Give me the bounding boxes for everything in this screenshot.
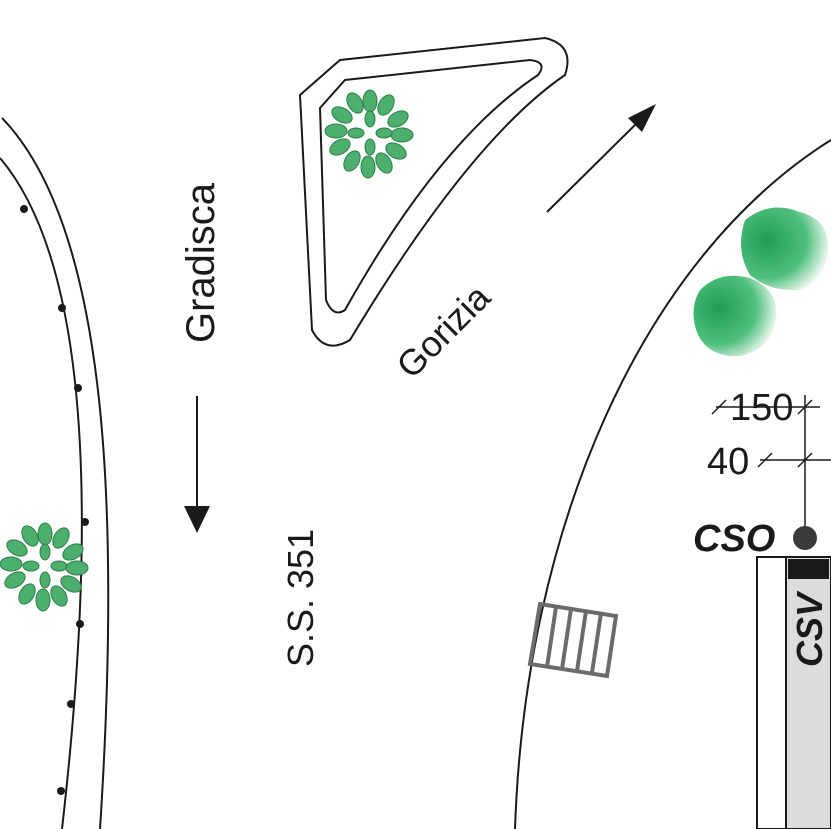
csv-panel	[756, 556, 831, 829]
arrow-icon	[184, 396, 210, 533]
grate-icon	[527, 601, 619, 679]
bush-icon	[693, 275, 777, 357]
right-road-edge	[514, 139, 831, 829]
bollard-dots	[20, 205, 89, 795]
marker-dot-icon	[793, 526, 817, 550]
label-cso: CSO	[693, 518, 775, 560]
tree-icon	[0, 522, 89, 612]
tree-icon	[324, 89, 414, 179]
label-gradisca: Gradisca	[179, 182, 223, 343]
bush-icon	[741, 207, 829, 291]
label-gorizia: Gorizia	[388, 276, 498, 386]
traffic-island	[298, 36, 569, 347]
label-road-number: S.S. 351	[280, 529, 321, 667]
dimension-150: 150	[730, 387, 793, 429]
label-csv: CSV	[789, 590, 830, 667]
left-road-edge	[0, 117, 110, 829]
dimension-40: 40	[707, 441, 749, 483]
dimension-lines	[711, 395, 831, 530]
arrow-icon	[546, 104, 656, 213]
